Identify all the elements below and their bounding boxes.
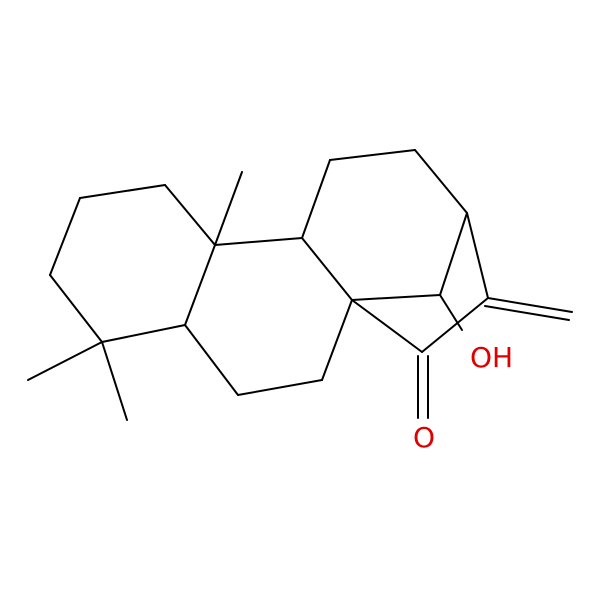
bond — [184, 324, 239, 396]
bond — [487, 297, 573, 313]
bond — [237, 379, 323, 396]
bond — [49, 197, 81, 276]
bond — [79, 184, 166, 199]
bond — [484, 305, 570, 321]
bond — [466, 212, 489, 299]
bond — [414, 149, 468, 214]
bond — [351, 294, 441, 301]
bond — [439, 212, 468, 296]
hydroxyl-label: OH — [470, 341, 513, 374]
bond — [101, 341, 128, 421]
bond — [214, 237, 303, 246]
bond — [101, 324, 186, 343]
bond — [301, 237, 353, 301]
bond — [164, 184, 216, 246]
bond — [351, 299, 423, 353]
bond — [184, 244, 216, 326]
bond — [329, 149, 416, 161]
bond — [421, 297, 489, 353]
bond — [321, 299, 353, 381]
bond — [301, 159, 331, 239]
bond — [27, 341, 103, 381]
bond — [439, 294, 463, 331]
bond — [214, 171, 243, 246]
oxygen-label: O — [413, 421, 435, 454]
bond — [49, 274, 103, 343]
